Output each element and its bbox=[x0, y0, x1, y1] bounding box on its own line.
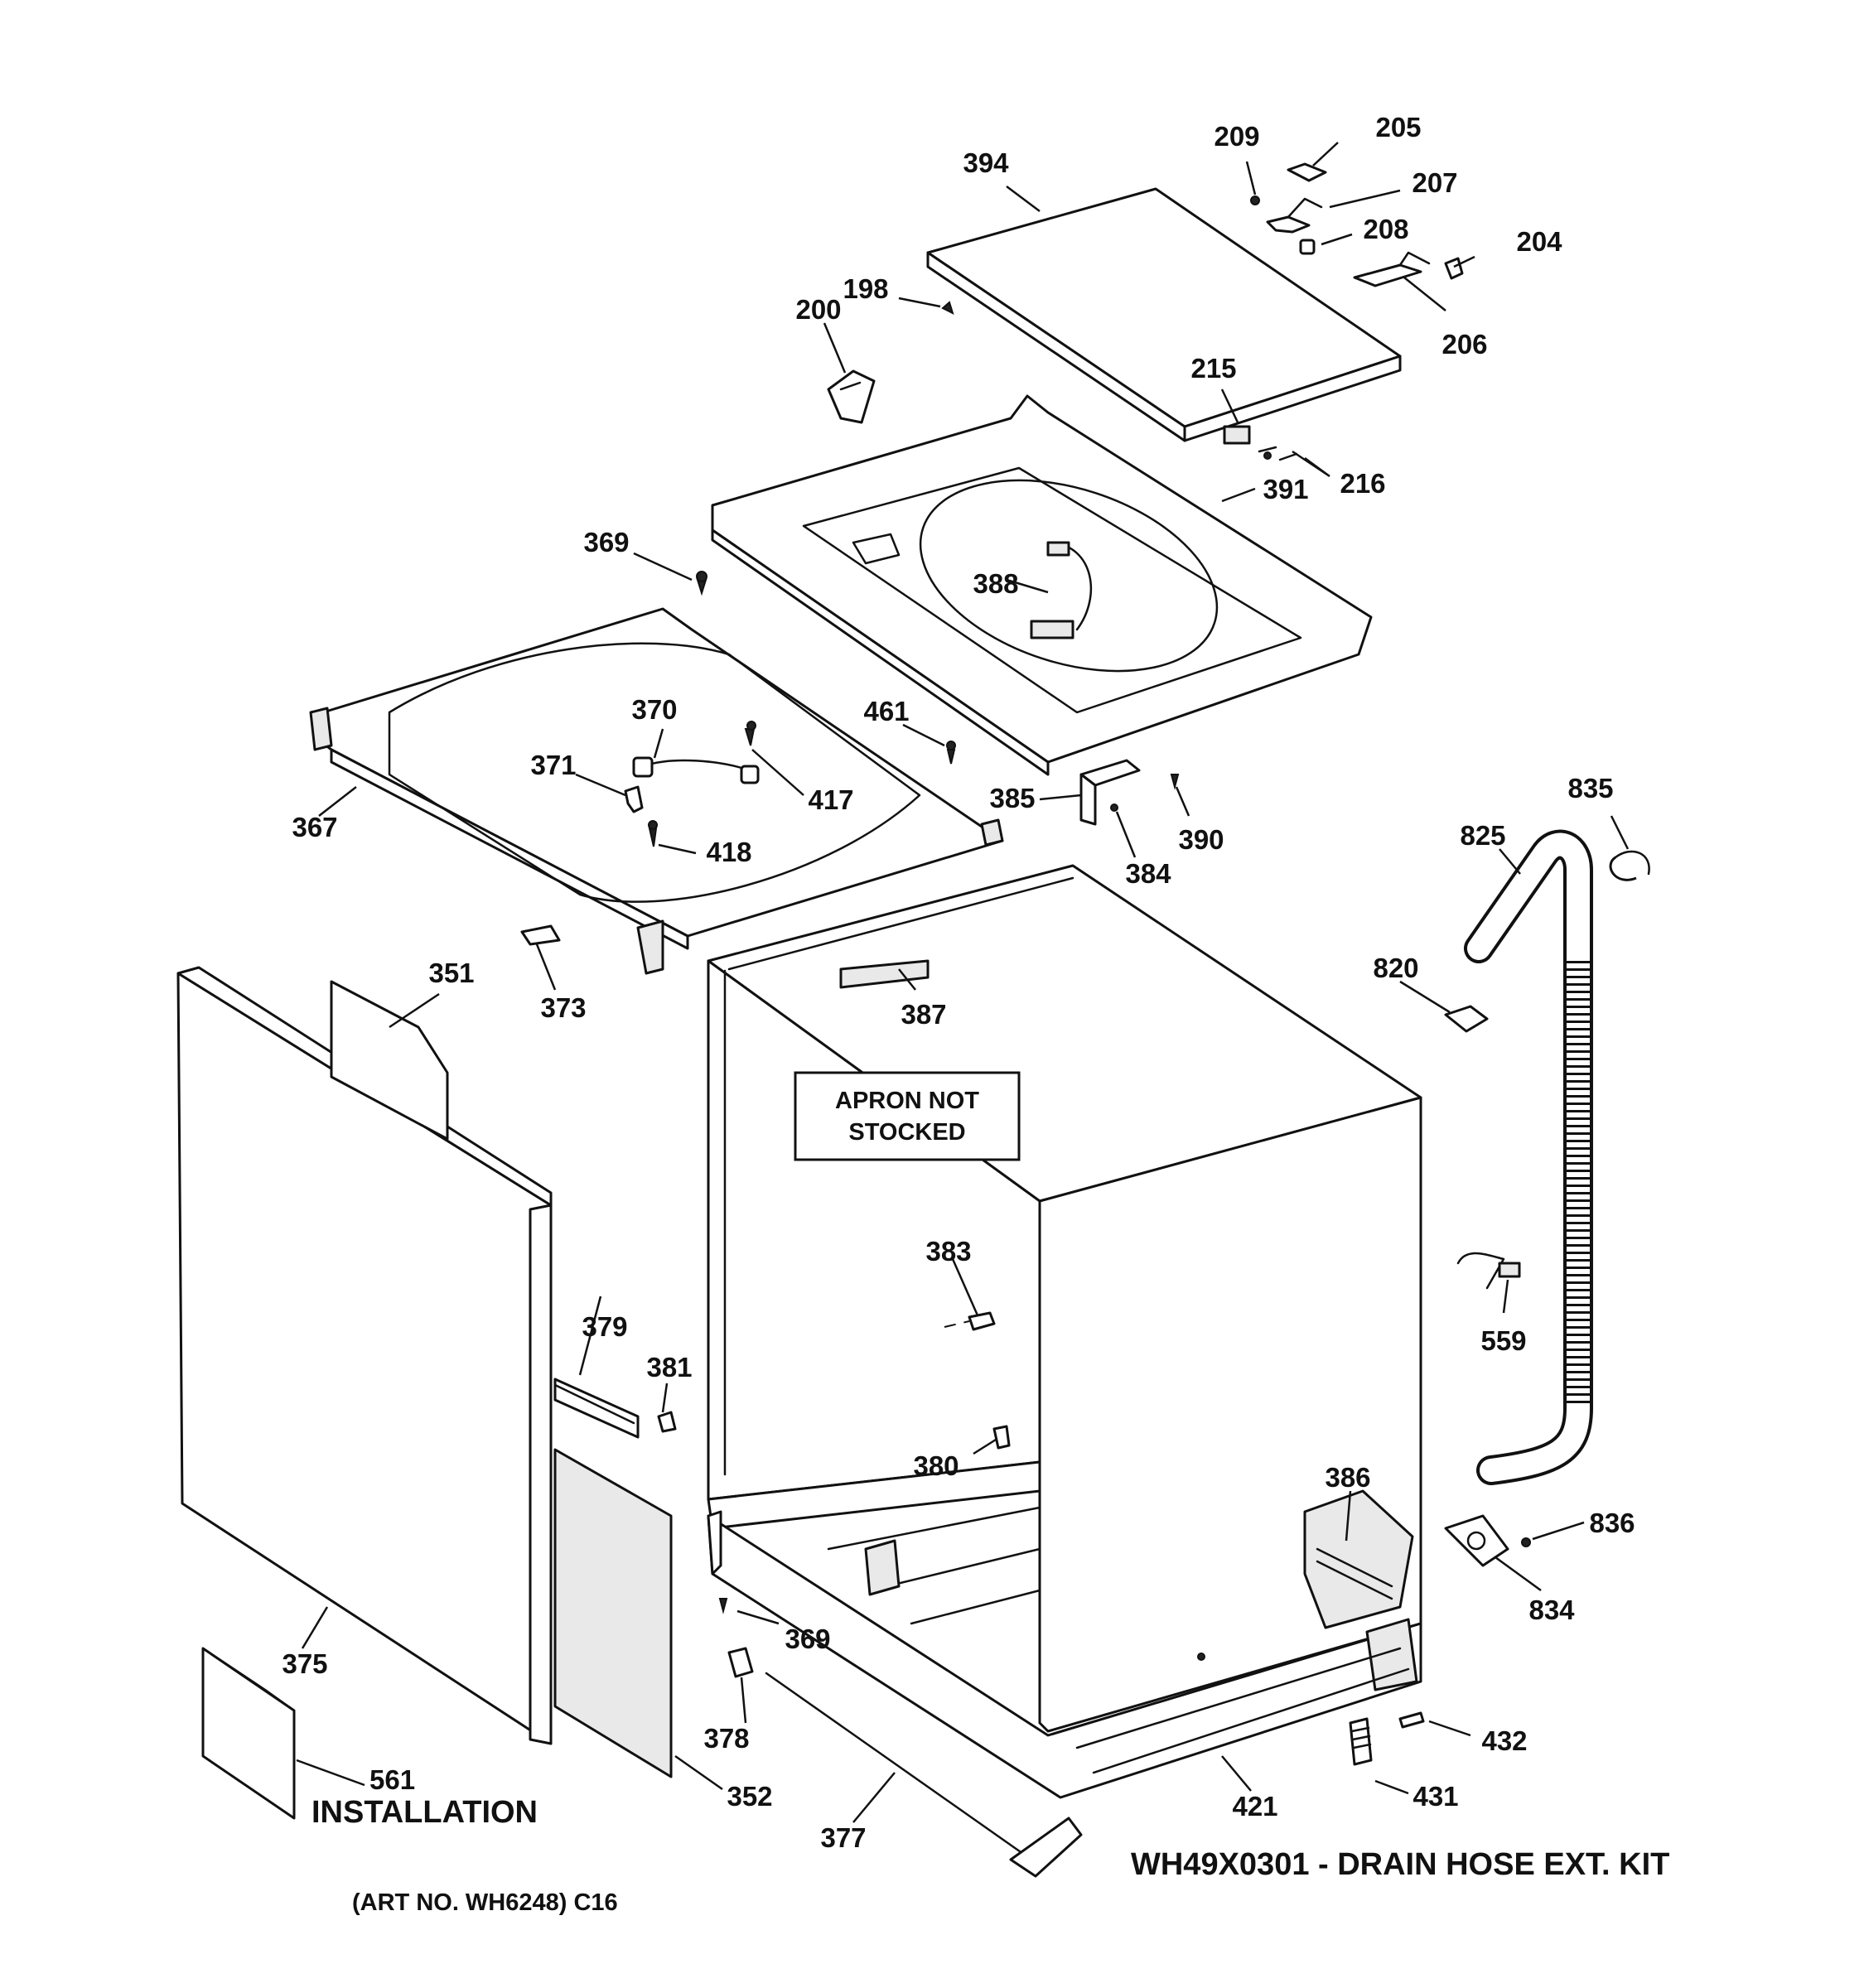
label-205: 205 bbox=[1375, 112, 1421, 142]
label-431: 431 bbox=[1412, 1781, 1458, 1812]
label-370: 370 bbox=[631, 694, 677, 725]
label-432: 432 bbox=[1481, 1725, 1527, 1756]
label-380: 380 bbox=[913, 1450, 959, 1481]
label-417: 417 bbox=[808, 784, 853, 815]
label-367: 367 bbox=[292, 812, 337, 842]
label-381: 381 bbox=[646, 1352, 692, 1382]
label-388: 388 bbox=[973, 568, 1018, 599]
label-216: 216 bbox=[1340, 468, 1385, 499]
label-215: 215 bbox=[1190, 353, 1236, 384]
label-371: 371 bbox=[530, 750, 576, 780]
label-379: 379 bbox=[582, 1311, 627, 1342]
lid-bumper-parts bbox=[827, 301, 954, 424]
installation-note: INSTALLATION bbox=[311, 1795, 538, 1830]
hinge-hardware-parts bbox=[1250, 162, 1464, 287]
label-421: 421 bbox=[1232, 1791, 1277, 1822]
label-198: 198 bbox=[843, 273, 888, 304]
toe-panel-parts bbox=[330, 980, 677, 1778]
label-834: 834 bbox=[1528, 1595, 1575, 1625]
drain-hose-kit-note: WH49X0301 - DRAIN HOSE EXT. KIT bbox=[1131, 1847, 1669, 1882]
frame-hardware-parts bbox=[520, 571, 956, 946]
hinge-bracket-parts bbox=[1079, 759, 1180, 826]
label-351: 351 bbox=[428, 958, 474, 988]
installation-envelope-part bbox=[201, 1647, 296, 1820]
label-835: 835 bbox=[1567, 773, 1613, 803]
cabinet-internal-parts bbox=[944, 1311, 1414, 1661]
label-386: 386 bbox=[1325, 1462, 1370, 1493]
lid-switch-parts bbox=[1223, 425, 1298, 461]
label-200: 200 bbox=[795, 294, 841, 325]
label-418: 418 bbox=[706, 837, 751, 867]
label-206: 206 bbox=[1441, 329, 1487, 359]
label-820: 820 bbox=[1373, 953, 1418, 983]
lid-part bbox=[926, 187, 1402, 442]
label-204: 204 bbox=[1516, 226, 1562, 257]
leveling-leg-parts bbox=[718, 1598, 1425, 1878]
label-394: 394 bbox=[963, 147, 1009, 178]
label-561: 561 bbox=[369, 1764, 415, 1795]
label-461: 461 bbox=[863, 696, 909, 726]
label-377: 377 bbox=[820, 1822, 866, 1853]
top-panel-part bbox=[711, 394, 1373, 776]
label-375: 375 bbox=[282, 1648, 327, 1679]
label-390: 390 bbox=[1178, 824, 1224, 855]
label-352: 352 bbox=[727, 1781, 772, 1812]
apron-note-line2: STOCKED bbox=[848, 1119, 965, 1146]
label-369-top: 369 bbox=[583, 527, 629, 557]
label-209: 209 bbox=[1214, 121, 1259, 152]
label-384: 384 bbox=[1125, 858, 1171, 889]
label-373: 373 bbox=[540, 992, 586, 1023]
label-385: 385 bbox=[989, 783, 1035, 813]
label-387: 387 bbox=[901, 999, 946, 1030]
label-559: 559 bbox=[1480, 1325, 1526, 1356]
cabinet-base-part bbox=[707, 1506, 1422, 1799]
label-383: 383 bbox=[925, 1236, 971, 1267]
label-391: 391 bbox=[1263, 474, 1308, 504]
tub-ring-frame-part bbox=[309, 607, 1004, 975]
label-207: 207 bbox=[1412, 167, 1457, 198]
apron-note-box: APRON NOT STOCKED bbox=[794, 1071, 1021, 1161]
label-378: 378 bbox=[703, 1723, 749, 1754]
art-number-note: (ART NO. WH6248) C16 bbox=[352, 1889, 618, 1916]
hose-clamp-parts bbox=[1444, 1005, 1531, 1567]
leader-lines bbox=[296, 142, 1630, 1823]
label-208: 208 bbox=[1363, 214, 1408, 244]
label-825: 825 bbox=[1460, 820, 1505, 851]
label-836: 836 bbox=[1589, 1508, 1635, 1538]
label-369-bottom: 369 bbox=[785, 1624, 830, 1654]
apron-note-line1: APRON NOT bbox=[835, 1088, 979, 1114]
drain-hose-part bbox=[1464, 829, 1650, 1485]
